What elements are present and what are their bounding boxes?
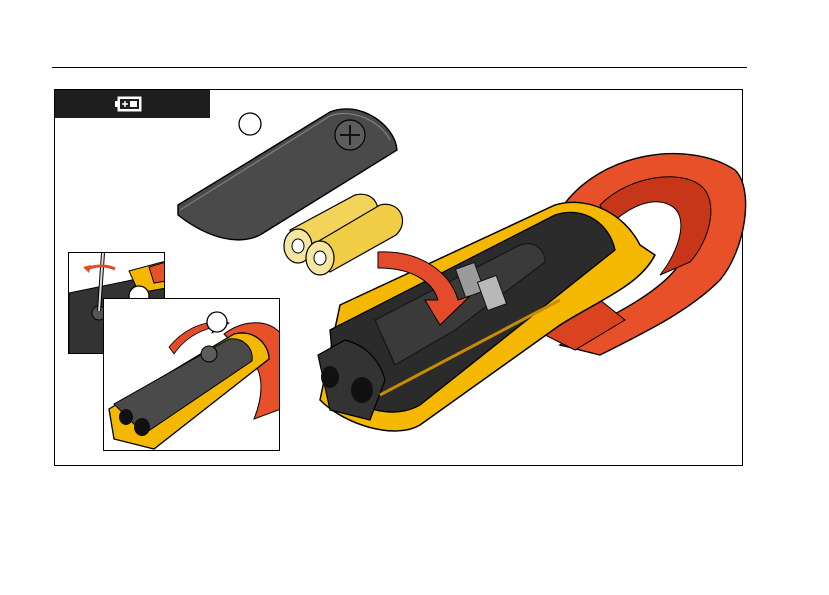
step-3-marker: [207, 312, 227, 332]
battery-header-tab: [55, 90, 210, 118]
inset-open-compartment: [103, 298, 280, 451]
step-1-marker: [239, 113, 261, 135]
battery-icon: [115, 94, 145, 114]
